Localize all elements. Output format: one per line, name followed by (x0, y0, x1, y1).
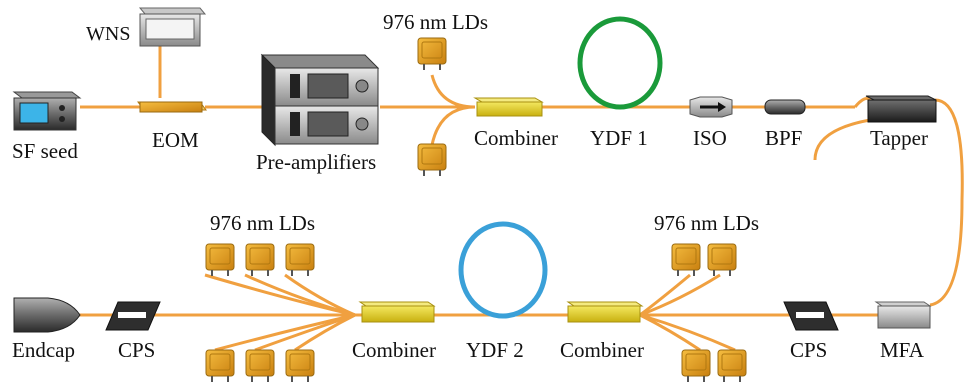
bpf-label: BPF (765, 126, 803, 150)
sf-seed-device (12, 91, 82, 131)
lds-bottom-left-label: 976 nm LDs (210, 211, 315, 235)
cps-right-device (783, 301, 839, 331)
cps-left-device (105, 301, 161, 331)
endcap-device (13, 297, 81, 333)
ld-top-upper (417, 37, 447, 71)
pre-amplifiers-label: Pre-amplifiers (256, 150, 377, 174)
combiner-bottom-left (358, 301, 436, 323)
ld-bl-3 (285, 243, 315, 277)
ydf1-coil (577, 16, 663, 110)
bpf-device (764, 99, 806, 115)
lds-bottom-right-label: 976 nm LDs (654, 211, 759, 235)
mfa-label: MFA (880, 338, 924, 362)
wns-label: WNS (86, 23, 130, 45)
ld-top-lower (417, 143, 447, 177)
ld-bl-5 (245, 349, 275, 383)
eom-device (137, 101, 207, 113)
ld-br-3 (681, 349, 711, 383)
combiner-bottom-right-label: Combiner (560, 338, 644, 362)
mfa-device (874, 301, 932, 329)
ydf2-label: YDF 2 (466, 338, 524, 362)
pre-amplifiers-device (260, 53, 380, 147)
ld-br-4 (717, 349, 747, 383)
ydf1-label: YDF 1 (590, 126, 648, 150)
ld-bl-1 (205, 243, 235, 277)
cps-right-label: CPS (790, 338, 828, 362)
combiner-top (473, 97, 544, 117)
ld-bl-2 (245, 243, 275, 277)
lds-top-label: 976 nm LDs (383, 10, 488, 34)
iso-device (689, 96, 733, 118)
ld-bl-6 (285, 349, 315, 383)
wns-device (138, 7, 207, 47)
cps-left-label: CPS (118, 338, 156, 362)
ydf2-coil (458, 221, 548, 319)
bottom-fiber-path (78, 273, 880, 352)
endcap-label: Endcap (12, 338, 75, 362)
ld-br-2 (707, 243, 737, 277)
ld-br-1 (671, 243, 701, 277)
tapper-label: Tapper (870, 126, 928, 150)
iso-label: ISO (693, 126, 727, 150)
ld-bl-4 (205, 349, 235, 383)
combiner-top-label: Combiner (474, 126, 558, 150)
sf-seed-label: SF seed (12, 139, 78, 163)
tapper-device (865, 95, 937, 123)
eom-label: EOM (152, 128, 199, 152)
combiner-bottom-left-label: Combiner (352, 338, 436, 362)
combiner-bottom-right (566, 301, 644, 323)
